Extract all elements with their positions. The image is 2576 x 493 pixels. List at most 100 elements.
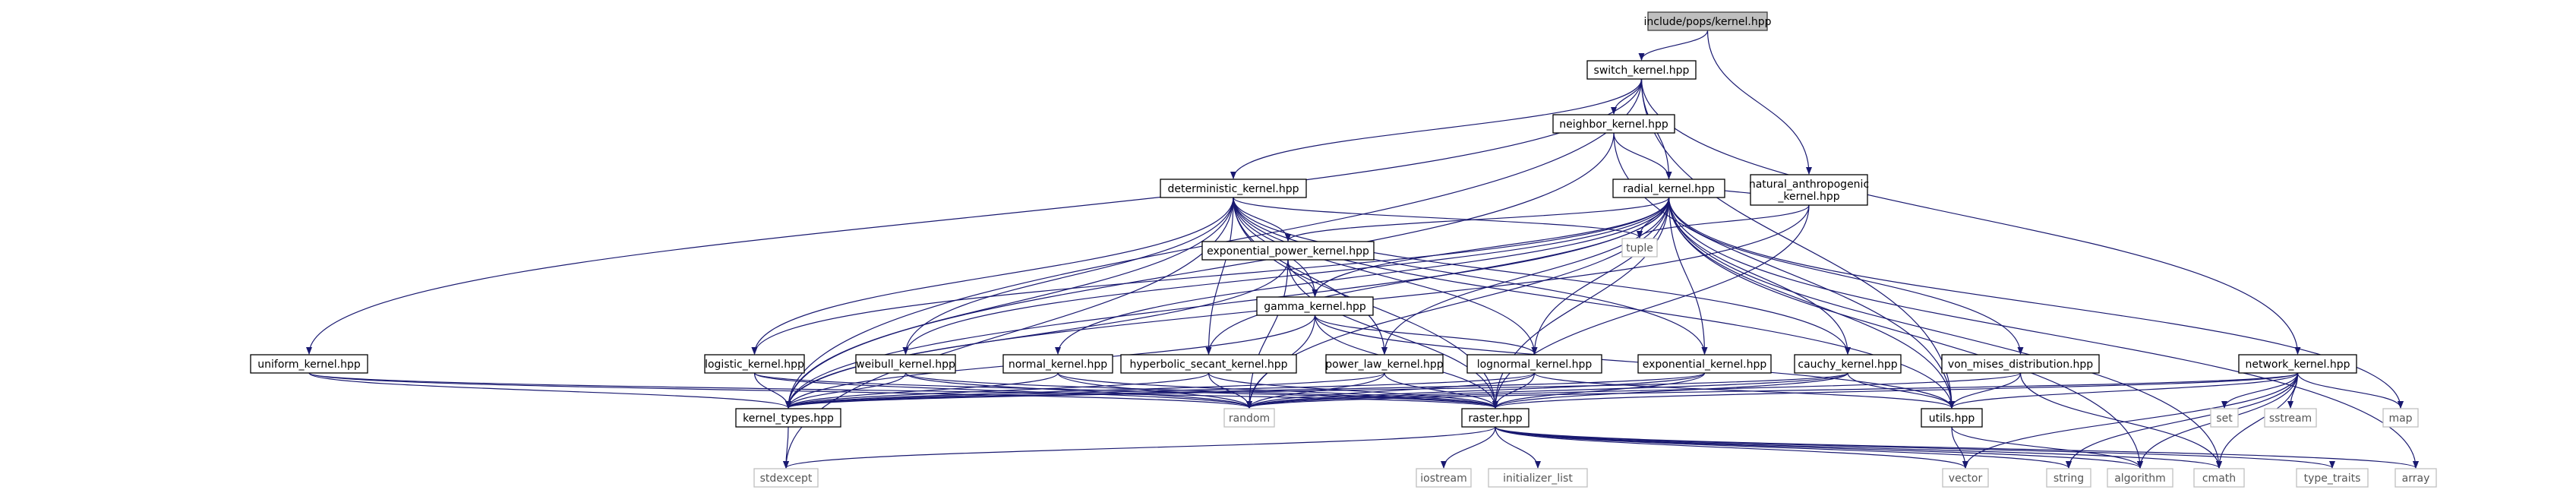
- node-label: natural_anthropogenic_kernel.hpp: [1749, 179, 1869, 203]
- node-initlist: initializer_list: [1488, 468, 1588, 488]
- node-uniform[interactable]: uniform_kernel.hpp: [250, 354, 368, 374]
- node-box: [2193, 468, 2245, 488]
- node-natural[interactable]: natural_anthropogenic_kernel.hpp: [1749, 174, 1869, 206]
- node-label: cmath: [2202, 472, 2236, 485]
- node-label: weibull_kernel.hpp: [856, 359, 955, 371]
- node-tuple: tuple: [1621, 238, 1658, 258]
- edge-natural-to-tuple: [1637, 204, 1810, 239]
- node-label: array: [2402, 472, 2430, 485]
- node-box: [1637, 354, 1772, 374]
- node-lognormal[interactable]: lognormal_kernel.hpp: [1466, 354, 1602, 374]
- node-box: [855, 354, 956, 374]
- edge-radial-to-exponential: [1668, 197, 1708, 355]
- node-box: [1586, 60, 1697, 80]
- edge-radial-to-raster: [1492, 197, 1670, 409]
- node-box: [1466, 354, 1602, 374]
- node-label: deterministic_kernel.hpp: [1168, 183, 1299, 195]
- node-label: utils.hpp: [1929, 412, 1975, 425]
- node-root[interactable]: include/pops/kernel.hpp: [1644, 11, 1772, 31]
- edge-neighbor-to-kerneltypes: [785, 132, 1615, 409]
- node-switch[interactable]: switch_kernel.hpp: [1586, 60, 1697, 80]
- node-exponential[interactable]: exponential_kernel.hpp: [1637, 354, 1772, 374]
- node-weibull[interactable]: weibull_kernel.hpp: [855, 354, 956, 374]
- node-random: random: [1223, 408, 1275, 428]
- node-array: array: [2394, 468, 2437, 488]
- edge-raster-to-string: [1495, 426, 2072, 469]
- node-utils[interactable]: utils.hpp: [1921, 408, 1983, 428]
- node-box: [2382, 408, 2419, 428]
- node-sstream: sstream: [2264, 408, 2317, 428]
- edge-powerlaw-to-kerneltypes: [785, 372, 1385, 409]
- edge-neighbor-to-radial: [1613, 132, 1672, 179]
- node-label: network_kernel.hpp: [2245, 359, 2350, 371]
- edge-lognormal-to-kerneltypes: [785, 372, 1536, 409]
- node-network[interactable]: network_kernel.hpp: [2238, 354, 2357, 374]
- node-label: type_traits: [2304, 472, 2361, 485]
- edge-radial-to-logistic: [751, 197, 1670, 355]
- edge-raster-to-initlist: [1495, 426, 1541, 469]
- node-box: [1201, 241, 1375, 261]
- node-label: include/pops/kernel.hpp: [1644, 16, 1772, 28]
- node-box: [2296, 468, 2369, 488]
- node-hypsec[interactable]: hyperbolic_secant_kernel.hpp: [1120, 354, 1297, 374]
- node-neighbor[interactable]: neighbor_kernel.hpp: [1552, 114, 1675, 134]
- edge-network-to-set: [2221, 372, 2299, 409]
- edge-cauchy-to-kerneltypes: [785, 372, 1848, 409]
- node-box: [1647, 11, 1768, 31]
- node-box: [1552, 114, 1675, 134]
- node-vonmises[interactable]: von_mises_distribution.hpp: [1941, 354, 2100, 374]
- node-radial[interactable]: radial_kernel.hpp: [1612, 179, 1725, 198]
- edge-raster-to-cmath: [1495, 426, 2222, 469]
- edge-normal-to-kerneltypes: [785, 372, 1059, 409]
- node-box: [1621, 238, 1658, 258]
- node-box: [704, 354, 805, 374]
- node-label: random: [1229, 412, 1270, 425]
- node-box: [2264, 408, 2317, 428]
- node-label: map: [2388, 412, 2412, 425]
- node-box: [1223, 408, 1275, 428]
- node-box: [1120, 354, 1297, 374]
- edge-exppower-to-raster: [1287, 259, 1498, 409]
- node-cauchy[interactable]: cauchy_kernel.hpp: [1794, 354, 1902, 374]
- edge-network-to-cmath: [2216, 372, 2299, 469]
- node-label: algorithm: [2114, 472, 2166, 485]
- node-label: cauchy_kernel.hpp: [1798, 359, 1897, 371]
- node-label: kernel_types.hpp: [743, 412, 834, 425]
- edge-vonmises-to-cmath: [2019, 372, 2222, 469]
- file-nodes: include/pops/kernel.hpp switch_kernel.hpp…: [250, 11, 2437, 488]
- edge-lognormal-to-utils: [1533, 372, 1955, 409]
- edge-exppower-to-kerneltypes: [785, 259, 1289, 409]
- node-box: [1942, 468, 1989, 488]
- edge-powerlaw-to-raster: [1384, 372, 1498, 409]
- node-label: stdexcept: [760, 472, 813, 485]
- edge-logistic-to-raster: [753, 372, 1498, 409]
- edge-vonmises-to-random: [1246, 372, 2022, 409]
- edge-switch-to-network: [1640, 78, 2301, 355]
- edge-utils-to-algorithm: [1951, 426, 2143, 469]
- node-kerneltypes[interactable]: kernel_types.hpp: [735, 408, 841, 428]
- node-raster[interactable]: raster.hpp: [1461, 408, 1530, 428]
- node-label: raster.hpp: [1468, 412, 1522, 425]
- node-iostream: iostream: [1416, 468, 1472, 488]
- edge-switch-to-deterministic: [1230, 78, 1643, 179]
- edge-uniform-to-kerneltypes: [308, 372, 791, 409]
- node-normal[interactable]: normal_kernel.hpp: [1002, 354, 1113, 374]
- edge-radial-to-exppower: [1285, 197, 1670, 242]
- edge-raster-to-algorithm: [1495, 426, 2143, 469]
- node-deterministic[interactable]: deterministic_kernel.hpp: [1160, 179, 1307, 198]
- edge-weibull-to-kerneltypes: [785, 372, 907, 409]
- node-box: [2394, 468, 2437, 488]
- node-exppower[interactable]: exponential_power_kernel.hpp: [1201, 241, 1375, 261]
- node-label: switch_kernel.hpp: [1594, 65, 1690, 77]
- node-box: [250, 354, 368, 374]
- node-label: lognormal_kernel.hpp: [1477, 359, 1593, 371]
- node-powerlaw[interactable]: power_law_kernel.hpp: [1325, 354, 1444, 374]
- node-box: [1416, 468, 1472, 488]
- node-gamma[interactable]: gamma_kernel.hpp: [1256, 296, 1374, 316]
- node-typetraits: type_traits: [2296, 468, 2369, 488]
- edge-radial-to-kerneltypes: [785, 197, 1670, 409]
- node-logistic[interactable]: logistic_kernel.hpp: [704, 354, 805, 374]
- edge-deterministic-to-utils: [1233, 197, 1955, 409]
- edge-radial-to-lognormal: [1531, 197, 1670, 355]
- node-string: string: [2046, 468, 2091, 488]
